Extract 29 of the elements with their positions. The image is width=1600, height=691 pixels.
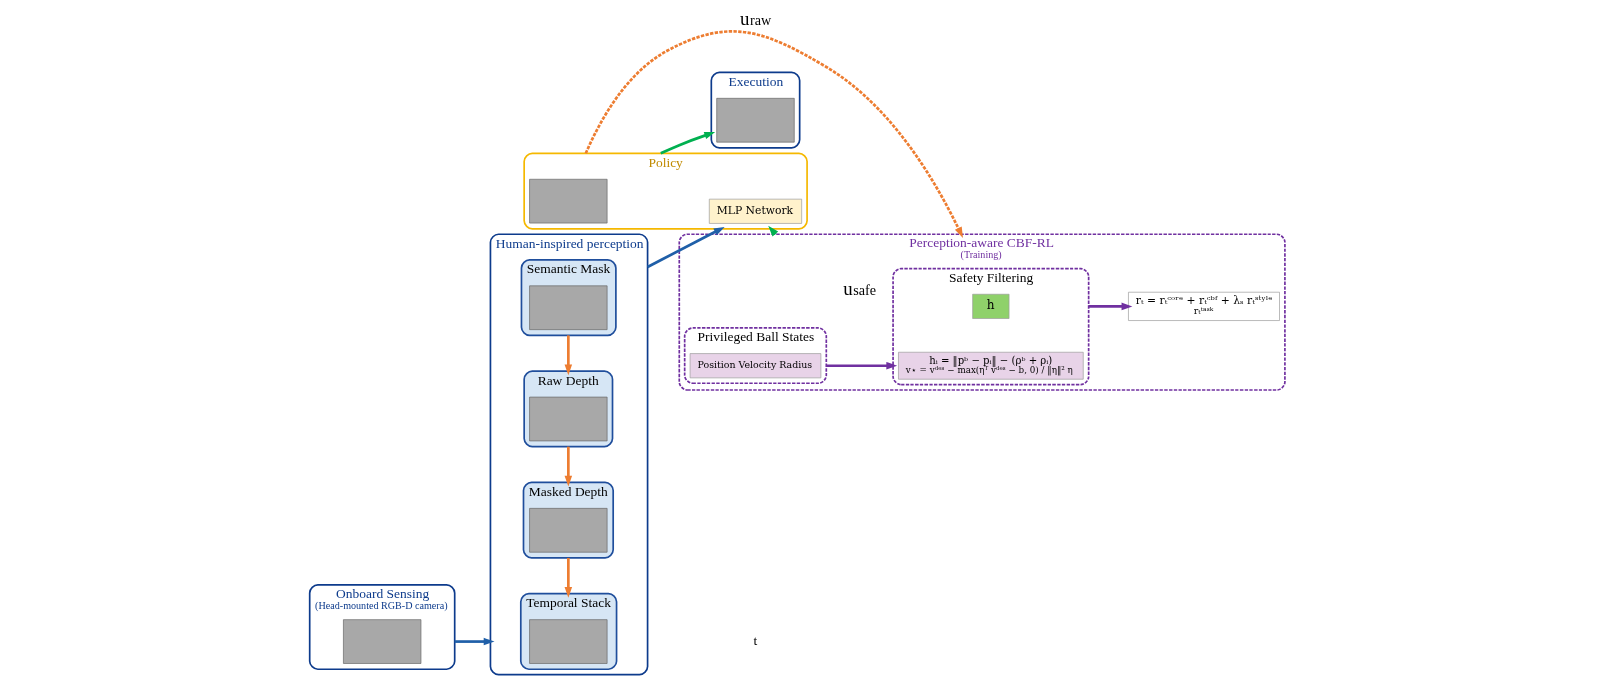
edge-label: uraw [739, 8, 772, 30]
cluster: Masked Depth [522, 481, 615, 559]
cluster: Execution [710, 71, 801, 149]
node-box [529, 285, 608, 330]
node-box [716, 98, 795, 143]
node-box: hᵢ = ‖pᵇ − pᵢ‖ − (ρᵇ + ρᵢ) v⋆ = vᵈᵉˢ − max(ηᵀ vᵈᵉˢ − b, 0) / ‖η‖² η [898, 351, 1084, 380]
node-box [343, 619, 422, 664]
node-box [529, 508, 608, 553]
arrow [826, 361, 898, 370]
arrow [1088, 302, 1133, 311]
node-box: h [972, 293, 1010, 319]
arrow [564, 557, 573, 598]
node-box [529, 178, 608, 224]
arrow [660, 131, 716, 155]
cluster: Temporal Stack [519, 592, 618, 671]
node-box: rₜ = rₜᶜᵒʳᵉ + rₜᶜᵇᶠ + λₛ rₜˢᵗʸˡᵉ rₜᵗᵃˢᵏ [1128, 291, 1280, 321]
cluster: Raw Depth [523, 370, 614, 448]
cluster: Semantic Mask [520, 259, 617, 337]
arrow [454, 637, 495, 646]
node-box [529, 619, 608, 664]
arrow [564, 335, 573, 376]
node-box: Position Velocity Radius [689, 353, 822, 379]
node-box [529, 396, 608, 442]
label: t [753, 632, 758, 648]
edge-label: usafe [843, 277, 877, 299]
node-box: MLP Network [708, 198, 803, 224]
arrow [564, 446, 573, 487]
cluster: Onboard Sensing (Head-mounted RGB-D camera) [308, 584, 456, 671]
arrow [646, 226, 725, 269]
